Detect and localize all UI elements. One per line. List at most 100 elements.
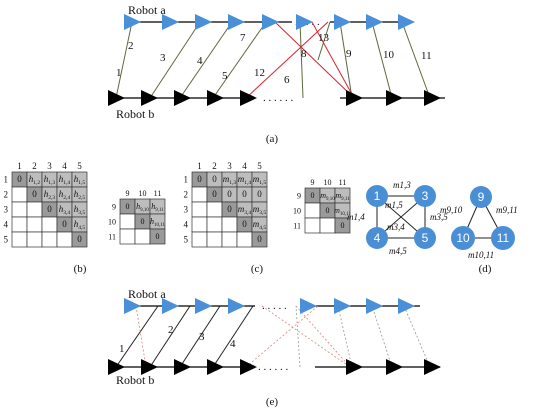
loop-line-1 (115, 305, 159, 368)
panel-label-b: (b) (74, 263, 87, 275)
line-number: 9 (346, 48, 352, 60)
robot-a-pose (398, 14, 415, 30)
graph1-node-labels: 1 3 4 5 (374, 189, 429, 245)
matrix-cell-value: m4,5 (253, 219, 267, 231)
matrix-row-header: 1 (184, 175, 189, 185)
robot-a-pose (366, 298, 383, 314)
robot-a-poses (124, 14, 415, 30)
matrix-cell (11, 201, 28, 218)
matrix-cell (56, 231, 73, 248)
robot-b-label: Robot b (116, 107, 154, 121)
matrix-cell (11, 231, 28, 248)
loop-line-3 (149, 21, 201, 99)
graph2-node-labels: 9 10 11 (456, 190, 509, 245)
matrix-cell-value: 0 (257, 189, 262, 199)
matrix-cell (119, 213, 136, 230)
removed-line (337, 305, 353, 368)
rejected-lines (135, 305, 351, 368)
matrix-cell (206, 231, 223, 248)
matrix-col-header: 5 (77, 161, 82, 171)
matrix-cell-value: h1,4 (59, 174, 71, 186)
line-number: 5 (222, 70, 228, 82)
graph-node (366, 227, 388, 249)
robot-a-pose (124, 14, 141, 30)
node-label: 3 (422, 189, 429, 203)
edge-label: m1,4 (347, 212, 365, 222)
line-number: 2 (128, 40, 134, 52)
matrix-cell (149, 228, 166, 245)
removed-line (371, 305, 393, 368)
matrix-cell-value: m3,5 (253, 204, 267, 216)
matrix-col-header: 4 (62, 161, 67, 171)
matrix-cell (134, 228, 151, 245)
robot-b-pose (108, 359, 125, 375)
matrix-cell (26, 231, 43, 248)
robot-b-dots: . . . . . . (258, 361, 289, 373)
robot-b-pose (424, 90, 441, 106)
matrix-cell (221, 216, 238, 233)
matrix-row-header: 10 (293, 206, 301, 215)
matrix-cell (119, 228, 136, 245)
graph1-nodes (366, 185, 436, 249)
matrix-cell-value: 0 (212, 189, 217, 199)
line-number: 4 (230, 338, 236, 350)
rejected-line (295, 305, 351, 368)
robot-b-pose (174, 90, 191, 106)
robot-b-pose (386, 90, 403, 106)
matrix-row-header: 5 (4, 235, 9, 245)
loop-line-6 (299, 21, 304, 99)
matrix-cell-value: 0 (242, 189, 247, 199)
matrix-cell-value: m9,11 (335, 191, 350, 202)
panel-label-a: (a) (266, 133, 279, 145)
matrix-cell-value: m10,11 (334, 206, 351, 217)
graph-node (414, 185, 436, 207)
matrix-cell-value: h3,4 (59, 204, 71, 216)
matrix-cell (191, 186, 208, 203)
cross-line-12 (245, 21, 329, 99)
robot-b-pose (207, 90, 224, 106)
robot-b-pose (240, 90, 257, 106)
matrix-cell-value: h1,3 (44, 174, 56, 186)
matrix-col-header: 1 (17, 161, 22, 171)
line-number: 11 (421, 50, 432, 62)
matrix-cell (304, 202, 321, 219)
loop-line-10 (371, 21, 393, 99)
robot-a-label: Robot a (128, 287, 166, 301)
matrix-cell-value: 0 (126, 202, 130, 211)
cross-line-13 (274, 21, 355, 99)
robot-a-pose (262, 14, 279, 30)
matrix-row-header: 3 (184, 205, 189, 215)
robot-b-pose (346, 90, 363, 106)
node-label: 5 (422, 231, 429, 245)
matrix-row-header: 11 (293, 221, 301, 230)
loop-line-3 (149, 305, 191, 368)
loop-line-11 (401, 21, 431, 99)
edge-label: m3,4 (387, 222, 405, 232)
matrix-row-header: 11 (108, 232, 116, 241)
matrix-cell-value: 0 (62, 219, 67, 229)
robot-a-pose (228, 14, 245, 30)
graph-node (414, 227, 436, 249)
matrix-cell-value: 0 (311, 191, 315, 200)
panel-label-d: (d) (479, 263, 492, 275)
robot-a-pose (195, 14, 212, 30)
matrix-cell (334, 217, 351, 234)
matrix-row-header: 9 (112, 202, 116, 211)
matrix-row-header: 5 (184, 235, 189, 245)
matrix-cell-value: 0 (242, 219, 247, 229)
line-number: 3 (160, 52, 166, 64)
matrix-cell-value: h9,11 (151, 202, 164, 213)
line-number: 10 (383, 49, 395, 61)
matrix-col-header: 11 (339, 178, 347, 187)
loop-closure-lines (115, 21, 431, 99)
matrix-col-header: 10 (324, 178, 332, 187)
graph-node (470, 186, 492, 208)
matrix-col-header: 3 (227, 161, 232, 171)
matrix-cell-value: 0 (17, 174, 22, 184)
matrix-cell-value: 0 (47, 204, 52, 214)
matrix-cell-value: h2,4 (59, 189, 71, 201)
robot-b-label: Robot b (116, 373, 154, 387)
